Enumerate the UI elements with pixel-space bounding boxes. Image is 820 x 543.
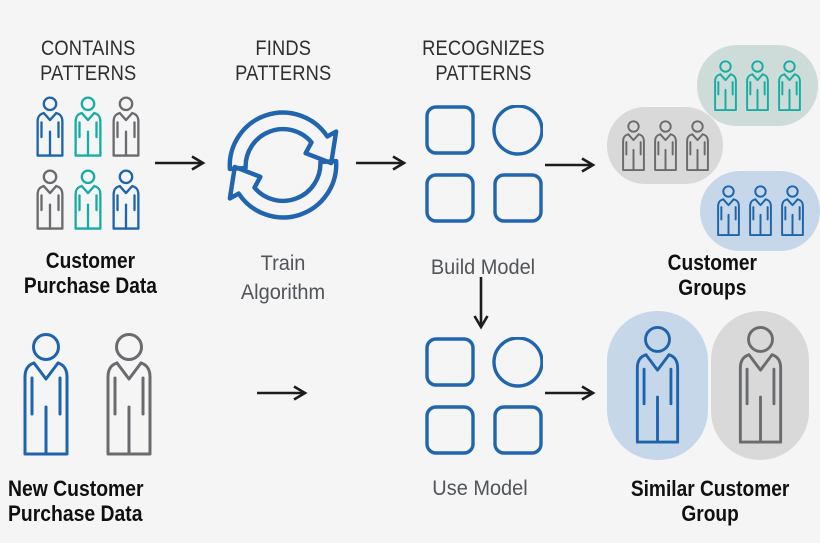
person-icon: [738, 326, 782, 444]
new-customer-purchase-data-label: New Customer Purchase Data: [8, 476, 144, 526]
similar-customer-oval-gray: [711, 311, 809, 460]
teal-customer-group-pill: [697, 45, 818, 126]
people-row: [33, 168, 143, 232]
build-model-label: Build Model: [430, 256, 536, 279]
arrow-right-icon: [356, 155, 407, 171]
customer-groups-label: Customer Groups: [667, 250, 758, 300]
person-icon: [74, 96, 102, 157]
use-model-label: Use Model: [432, 477, 528, 500]
person-icon: [653, 119, 677, 171]
person-icon: [112, 96, 140, 157]
person-icon: [74, 169, 102, 230]
person-icon: [112, 169, 140, 230]
person-icon: [780, 185, 804, 237]
person-icon: [778, 59, 801, 111]
customer-purchase-data-people: [33, 95, 143, 232]
person-icon: [106, 333, 152, 456]
finds-patterns-header: FINDS PATTERNS: [234, 37, 332, 85]
cycle-arrows-icon: [227, 110, 344, 226]
new-customer-people: [20, 333, 155, 457]
train-algorithm-label: Train Algorithm: [240, 252, 326, 304]
person-icon: [714, 59, 737, 111]
arrow-right-icon: [545, 157, 596, 173]
person-icon: [23, 333, 69, 456]
gray-customer-group-pill: [607, 107, 723, 184]
arrow-right-icon: [257, 385, 308, 401]
arrow-right-icon: [545, 385, 596, 401]
person-icon: [746, 59, 769, 111]
use-model-shapes-icon: [425, 337, 543, 455]
person-icon: [36, 169, 64, 230]
arrow-right-icon: [155, 155, 206, 171]
arrow-down-icon: [473, 277, 489, 330]
person-icon: [36, 96, 64, 157]
build-model-shapes-icon: [425, 105, 543, 223]
person-icon: [621, 119, 645, 171]
contains-patterns-header: CONTAINS PATTERNS: [39, 37, 137, 85]
person-icon: [635, 326, 680, 444]
person-icon: [685, 119, 709, 171]
person-icon: [716, 185, 740, 237]
person-icon: [748, 185, 772, 237]
blue-customer-group-pill: [700, 171, 820, 251]
recognizes-patterns-header: RECOGNIZES PATTERNS: [421, 37, 545, 85]
similar-customer-group-label: Similar Customer Group: [630, 476, 790, 526]
customer-purchase-data-label: Customer Purchase Data: [23, 248, 157, 298]
similar-customer-oval-blue: [607, 311, 708, 460]
people-row: [33, 95, 143, 159]
